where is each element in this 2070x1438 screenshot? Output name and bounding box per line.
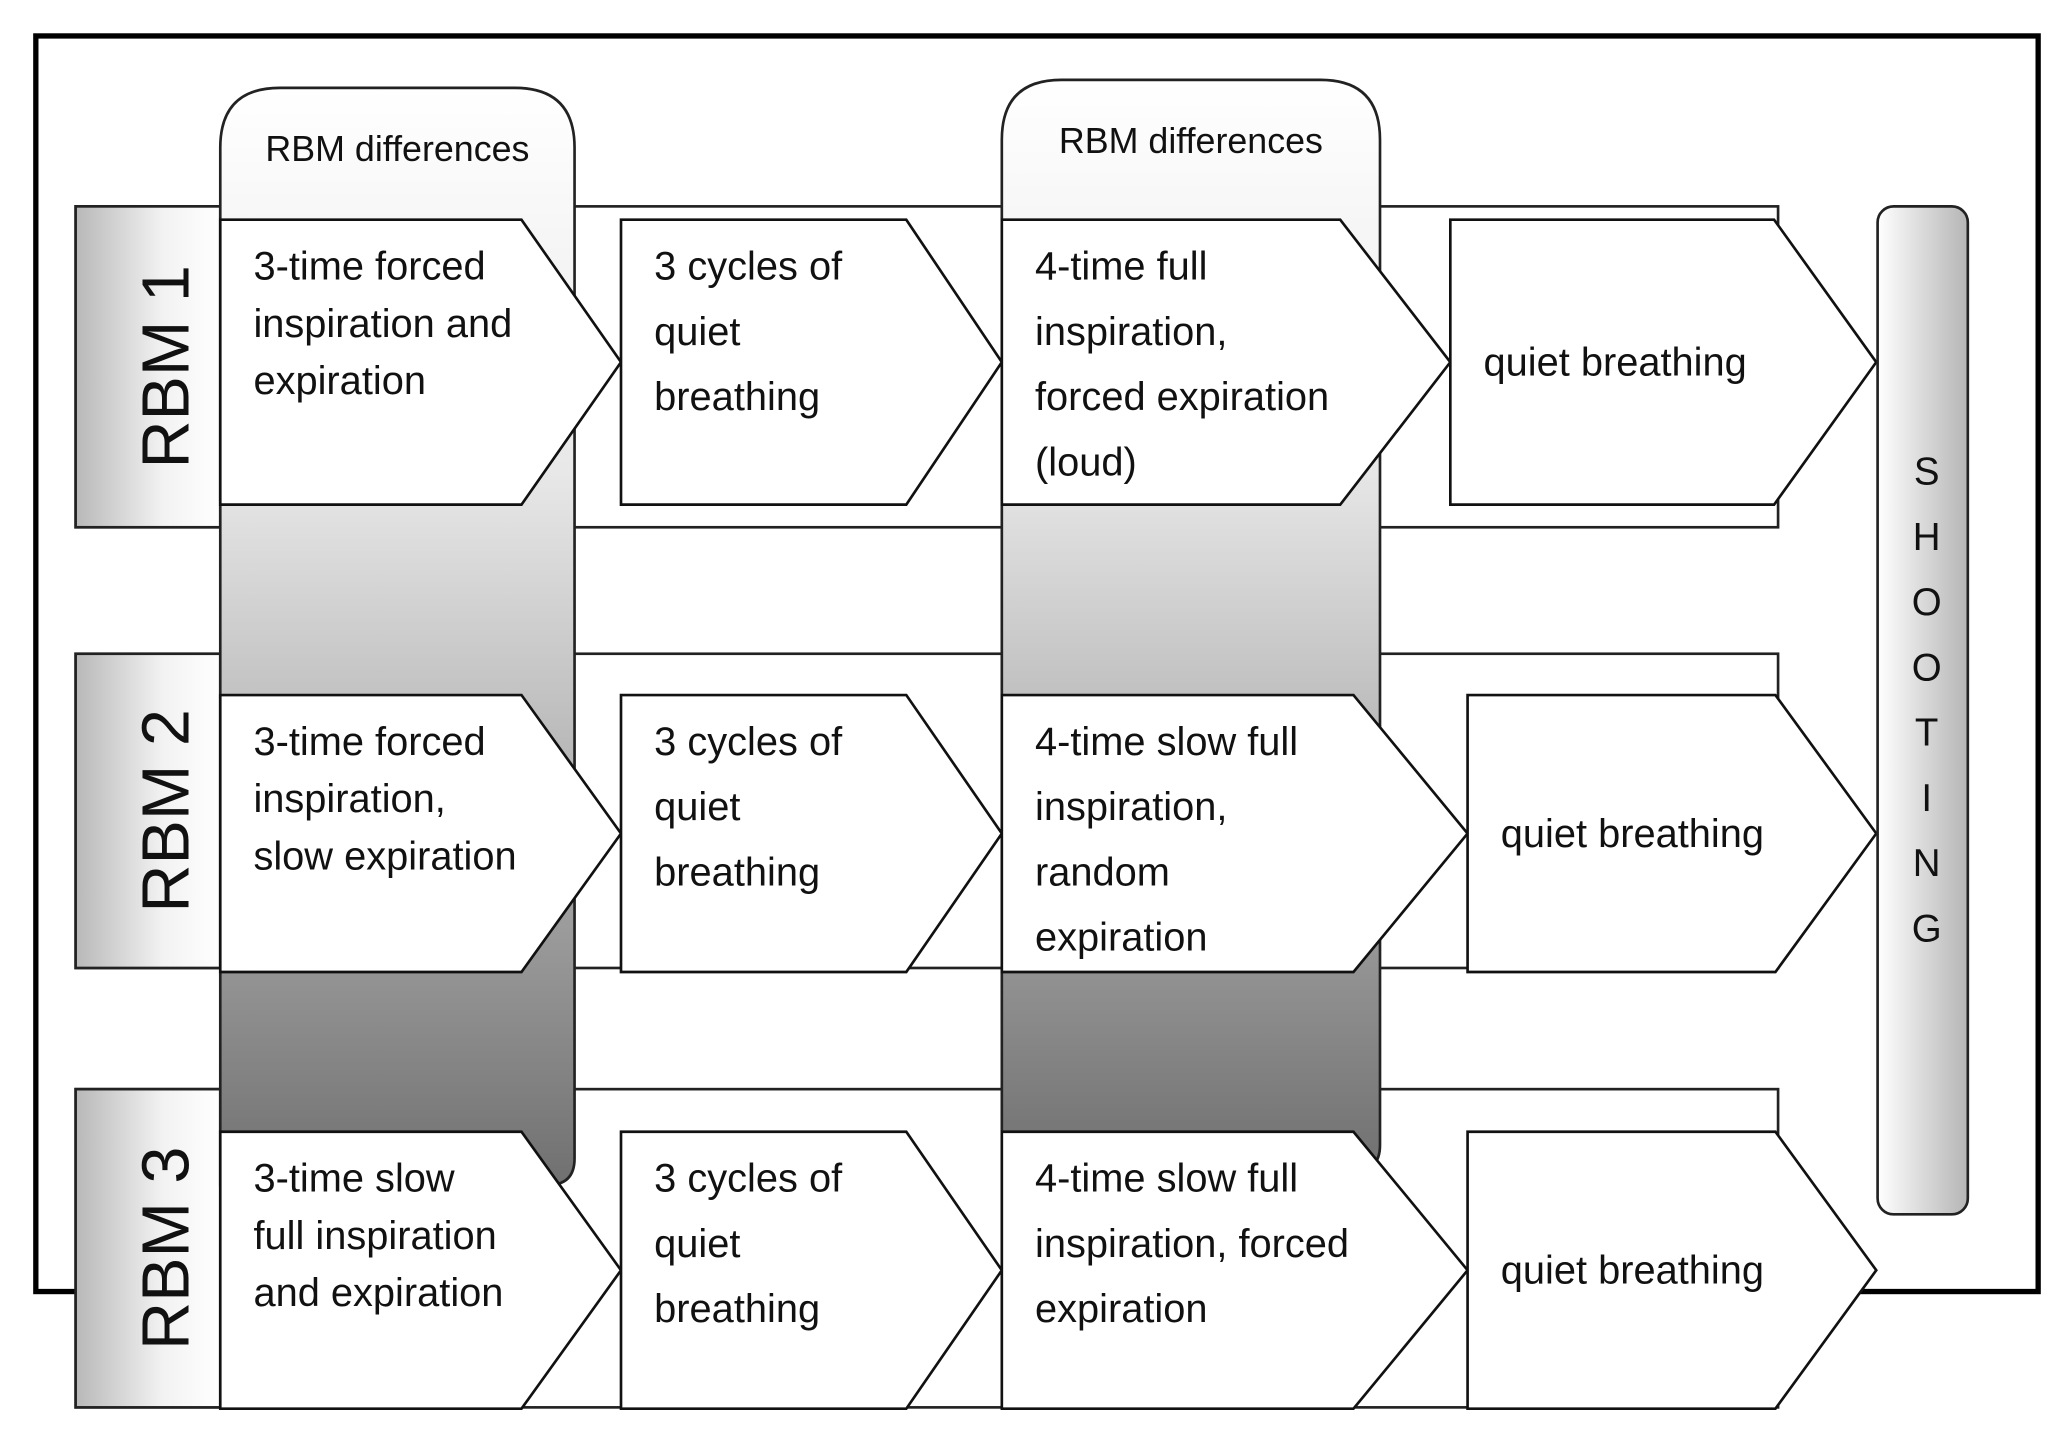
step-chevron: quiet breathing (1466, 1130, 1878, 1411)
chevron-shape (218, 1130, 623, 1411)
step-chevron: 4-time full inspiration, forced expiration… (1000, 218, 1453, 506)
step-chevron: 3-time slow full inspiration and expiratio… (218, 1130, 623, 1411)
step-text: 4-time full (1035, 245, 1207, 289)
step-text: slow expiration (253, 834, 516, 878)
step-chevron: 4-time slow full inspiration, forced expir… (1000, 1130, 1470, 1411)
step-text: expiration (253, 359, 426, 403)
step-chevron: 3-time forced inspiration and expiration (218, 218, 623, 506)
step-text: 3-time forced (253, 245, 485, 289)
step-text: 4-time slow full (1035, 1157, 1298, 1201)
step-text: and expiration (253, 1271, 503, 1315)
step-text: 3-time forced (253, 720, 485, 764)
step-chevron: 3 cycles of quiet breathing (619, 1130, 1004, 1411)
step-text: (loud) (1035, 440, 1137, 484)
chevron-shape (619, 218, 1004, 506)
step-text: quiet breathing (1484, 340, 1747, 384)
step-text: 3 cycles of (654, 1157, 843, 1201)
chevron-shape (218, 693, 623, 974)
row-label: RBM 2 (130, 709, 204, 912)
shooting-letter: T (1915, 712, 1939, 755)
chevron-shape (1000, 1130, 1470, 1411)
step-text: breathing (654, 850, 820, 894)
chevron-shape (1000, 693, 1470, 974)
shooting-letter: I (1921, 777, 1932, 820)
step-chevrons: 3-time forced inspiration and expiration 3 … (218, 218, 1878, 1411)
chevron-shape (1466, 693, 1878, 974)
step-text: inspiration, (1035, 785, 1227, 829)
step-text: 3 cycles of (654, 720, 843, 764)
row-label: RBM 1 (130, 265, 204, 468)
row-label-box (74, 205, 222, 529)
step-text: inspiration and (253, 302, 512, 346)
step-text: expiration (1035, 1287, 1208, 1331)
step-text: forced expiration (1035, 375, 1329, 419)
chevron-shape (619, 693, 1004, 974)
step-chevron: quiet breathing (1466, 693, 1878, 974)
shooting-letter: G (1912, 907, 1942, 950)
step-chevron: quiet breathing (1449, 218, 1878, 506)
column-header: RBM differences (1059, 121, 1323, 161)
step-text: quiet (654, 310, 740, 354)
shooting-letter: N (1913, 842, 1941, 885)
step-text: inspiration, (253, 777, 445, 821)
step-text: full inspiration (253, 1214, 496, 1258)
step-text: random (1035, 850, 1170, 894)
chevron-shape (1000, 218, 1453, 506)
step-text: quiet (654, 1222, 740, 1266)
column-header: RBM differences (265, 129, 529, 169)
shooting-letter: O (1912, 646, 1942, 689)
step-text: quiet breathing (1501, 812, 1764, 856)
step-text: breathing (654, 375, 820, 419)
chevron-shape (619, 1130, 1004, 1411)
step-text: expiration (1035, 916, 1208, 960)
step-text: 4-time slow full (1035, 720, 1298, 764)
shooting-letter: O (1912, 581, 1942, 624)
step-chevron: 3 cycles of quiet breathing (619, 218, 1004, 506)
step-chevron: 3 cycles of quiet breathing (619, 693, 1004, 974)
step-text: quiet breathing (1501, 1248, 1764, 1292)
step-text: 3-time slow (253, 1157, 454, 1201)
chevron-shape (1466, 1130, 1878, 1411)
shooting-letter: H (1913, 516, 1941, 559)
row-label-box (74, 652, 222, 970)
step-text: inspiration, (1035, 310, 1227, 354)
chevron-shape (218, 218, 623, 506)
step-text: breathing (654, 1287, 820, 1331)
row-label-box (74, 1087, 222, 1409)
step-chevron: 3-time forced inspiration, slow expiration (218, 693, 623, 974)
chevron-shape (1449, 218, 1878, 506)
step-text: quiet (654, 785, 740, 829)
step-text: 3 cycles of (654, 245, 843, 289)
step-text: inspiration, forced (1035, 1222, 1349, 1266)
row-label: RBM 3 (130, 1147, 204, 1350)
step-chevron: 4-time slow full inspiration, random expira… (1000, 693, 1470, 974)
shooting-letter: S (1914, 451, 1940, 494)
